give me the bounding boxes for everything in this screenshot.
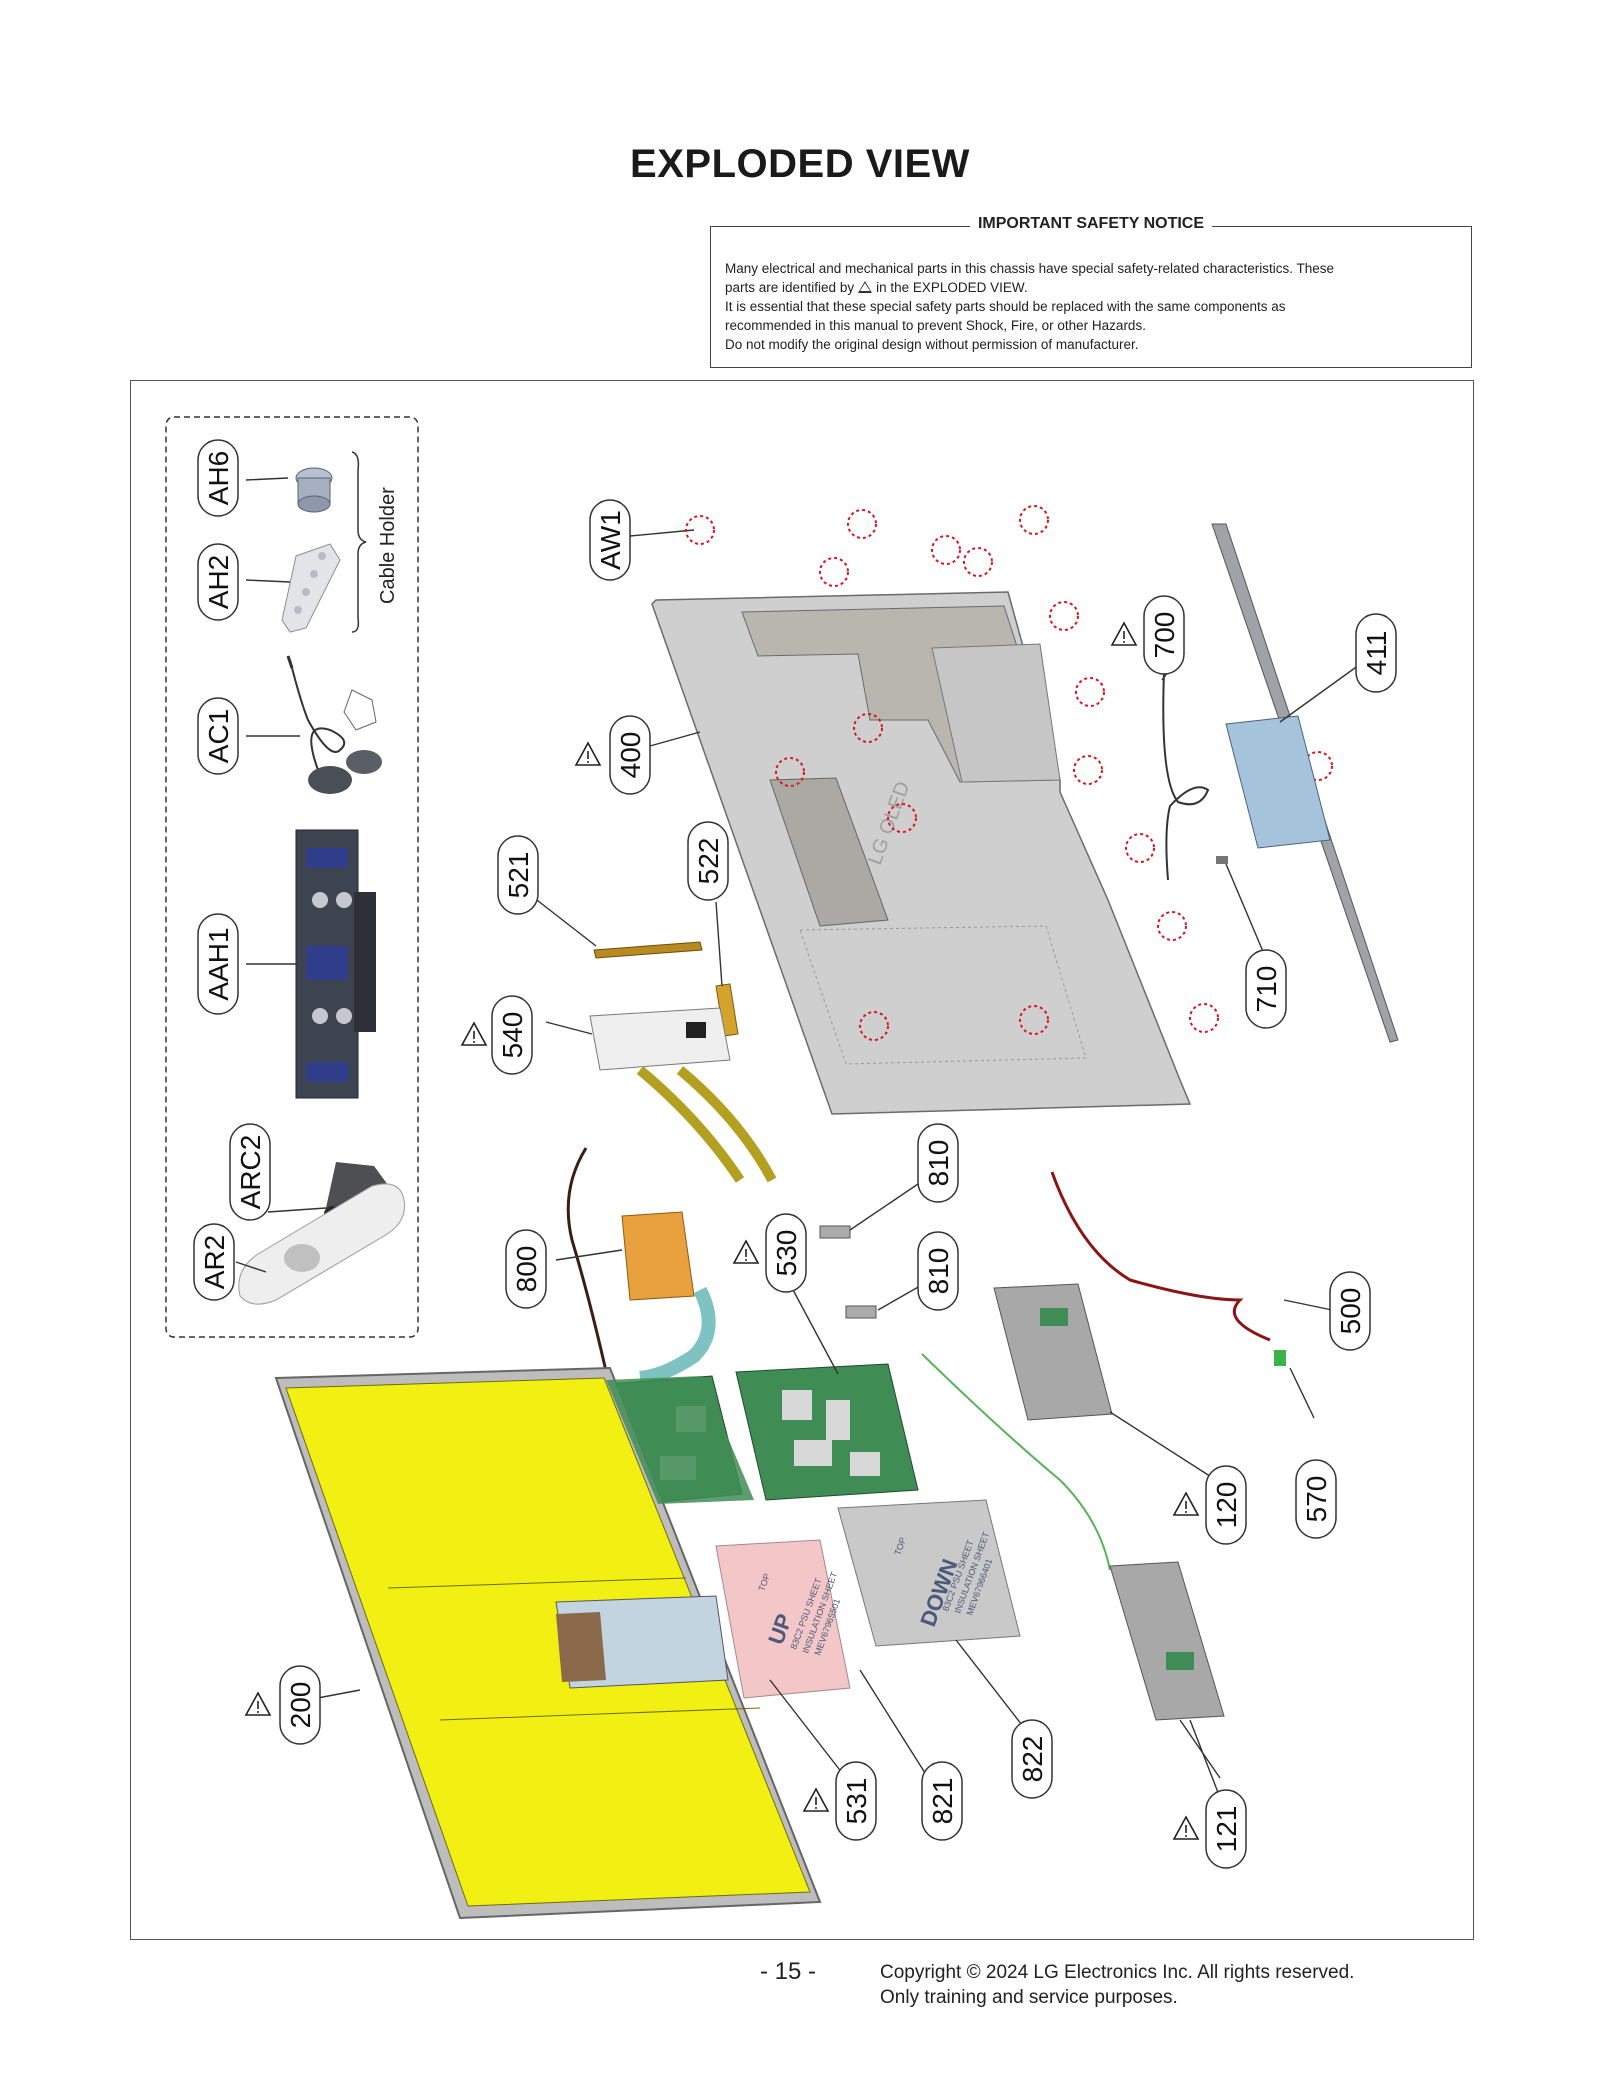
svg-text:540: 540 (497, 1012, 528, 1059)
part-710-icon (1216, 856, 1228, 864)
part-label-800: 800 (505, 1229, 547, 1309)
notice-line-3: It is essential that these special safet… (725, 299, 1286, 314)
ar2-remote-icon (238, 1183, 406, 1305)
stand-bracket-411 (1211, 523, 1399, 1043)
copyright-line-1: Copyright © 2024 LG Electronics Inc. All… (880, 1962, 1355, 1983)
psu-121 (1109, 1561, 1225, 1721)
part-label-aw1: AW1 (589, 499, 631, 581)
sheet-821: UP TOP 83C2 PSU SHEET INSULATION SHEET M… (715, 1539, 851, 1699)
part-810a-icon (819, 1225, 851, 1239)
back-cover-400: LG OLED (651, 591, 1192, 1115)
part-label-200: 200 (245, 1665, 321, 1745)
psu-120 (993, 1283, 1113, 1421)
svg-text:121: 121 (1211, 1806, 1242, 1853)
part-810b-icon (845, 1305, 877, 1319)
part-570-icon (1274, 1350, 1286, 1366)
part-label-411: 411 (1355, 613, 1397, 693)
copyright: Copyright © 2024 LG Electronics Inc. All… (880, 1960, 1354, 2010)
part-label-530: 530 (733, 1213, 807, 1293)
safety-notice-title: IMPORTANT SAFETY NOTICE (969, 215, 1213, 232)
leader-aw1 (629, 529, 695, 537)
green-wire (921, 1353, 1111, 1571)
harness-500 (1050, 1171, 1271, 1342)
cable-700 (1162, 671, 1210, 881)
accessories-box (165, 416, 419, 1338)
svg-text:ARC2: ARC2 (235, 1135, 266, 1210)
part-label-522: 522 (687, 821, 729, 901)
svg-text:AR2: AR2 (199, 1235, 230, 1289)
safety-notice-box: IMPORTANT SAFETY NOTICE Many electrical … (710, 215, 1472, 368)
svg-text:800: 800 (511, 1246, 542, 1293)
part-label-810b: 810 (917, 1231, 959, 1311)
accessory-label-aah1: AAH1 (197, 913, 239, 1015)
part-label-521: 521 (497, 835, 539, 915)
svg-text:810: 810 (923, 1248, 954, 1295)
svg-text:500: 500 (1335, 1288, 1366, 1335)
ah2-cable-holder-icon (281, 543, 341, 633)
svg-text:AC1: AC1 (203, 709, 234, 763)
accessory-label-ah2: AH2 (197, 543, 239, 621)
cable-holder-label: Cable Holder (377, 487, 399, 604)
copyright-line-2: Only training and service purposes. (880, 1987, 1178, 2008)
svg-text:700: 700 (1149, 612, 1180, 659)
screw-markers (685, 505, 1333, 1041)
exploded-view-frame (130, 380, 1474, 1940)
part-label-700: 700 (1111, 595, 1185, 675)
sheet-822: DOWN TOP 83C2 PSU SHEET INSULATION SHEET… (837, 1499, 1021, 1647)
safety-notice-body: Many electrical and mechanical parts in … (725, 259, 1457, 354)
notice-line-5: Do not modify the original design withou… (725, 337, 1139, 352)
notice-line-1: Many electrical and mechanical parts in … (725, 261, 1335, 276)
svg-text:710: 710 (1251, 966, 1282, 1013)
aah1-wall-bracket-icon (295, 829, 376, 1099)
accessory-label-ar2: AR2 (193, 1223, 235, 1301)
svg-text:AAH1: AAH1 (203, 927, 234, 1000)
ffc-cable (639, 1286, 716, 1385)
accessory-label-arc2: ARC2 (229, 1123, 271, 1221)
svg-text:530: 530 (771, 1230, 802, 1277)
accessory-label-ah6: AH6 (197, 439, 239, 517)
svg-text:200: 200 (285, 1682, 316, 1729)
warning-triangle-icon (858, 281, 873, 293)
svg-text:531: 531 (841, 1778, 872, 1825)
part-label-120: 120 (1173, 1465, 1247, 1545)
svg-text:120: 120 (1211, 1482, 1242, 1529)
ah6-cable-holder-icon (295, 467, 333, 513)
svg-text:810: 810 (923, 1140, 954, 1187)
part-label-822: 822 (1011, 1719, 1053, 1799)
part-521-icon (593, 941, 703, 959)
part-label-710: 710 (1245, 949, 1287, 1029)
svg-text:822: 822 (1017, 1736, 1048, 1783)
panel-200 (274, 1366, 822, 1920)
part-label-540: 540 (461, 995, 533, 1075)
page-number: - 15 - (760, 1958, 817, 1985)
part-label-570: 570 (1295, 1459, 1337, 1539)
part-label-400: 400 (575, 715, 651, 795)
part-label-810a: 810 (917, 1123, 959, 1203)
cable-holder-bracket (351, 451, 367, 633)
svg-text:521: 521 (503, 852, 534, 899)
board-540 (589, 1007, 777, 1183)
part-label-500: 500 (1329, 1271, 1371, 1351)
svg-text:522: 522 (693, 838, 724, 885)
svg-text:400: 400 (615, 732, 646, 779)
svg-text:821: 821 (927, 1778, 958, 1825)
part-800-icon (566, 1147, 695, 1381)
page-title: EXPLODED VIEW (630, 142, 970, 186)
part-label-121: 121 (1173, 1789, 1247, 1869)
svg-text:AH6: AH6 (203, 451, 234, 505)
ac1-ir-cable-icon (286, 655, 382, 794)
part-label-531: 531 (803, 1761, 877, 1841)
board-530 (735, 1363, 919, 1501)
svg-text:AH2: AH2 (203, 555, 234, 609)
svg-text:AW1: AW1 (595, 510, 626, 570)
svg-text:570: 570 (1301, 1476, 1332, 1523)
svg-text:411: 411 (1361, 631, 1392, 676)
part-label-821: 821 (921, 1761, 963, 1841)
leader-lines (235, 477, 1367, 1809)
notice-line-4: recommended in this manual to prevent Sh… (725, 318, 1146, 333)
accessory-label-ac1: AC1 (197, 697, 239, 775)
